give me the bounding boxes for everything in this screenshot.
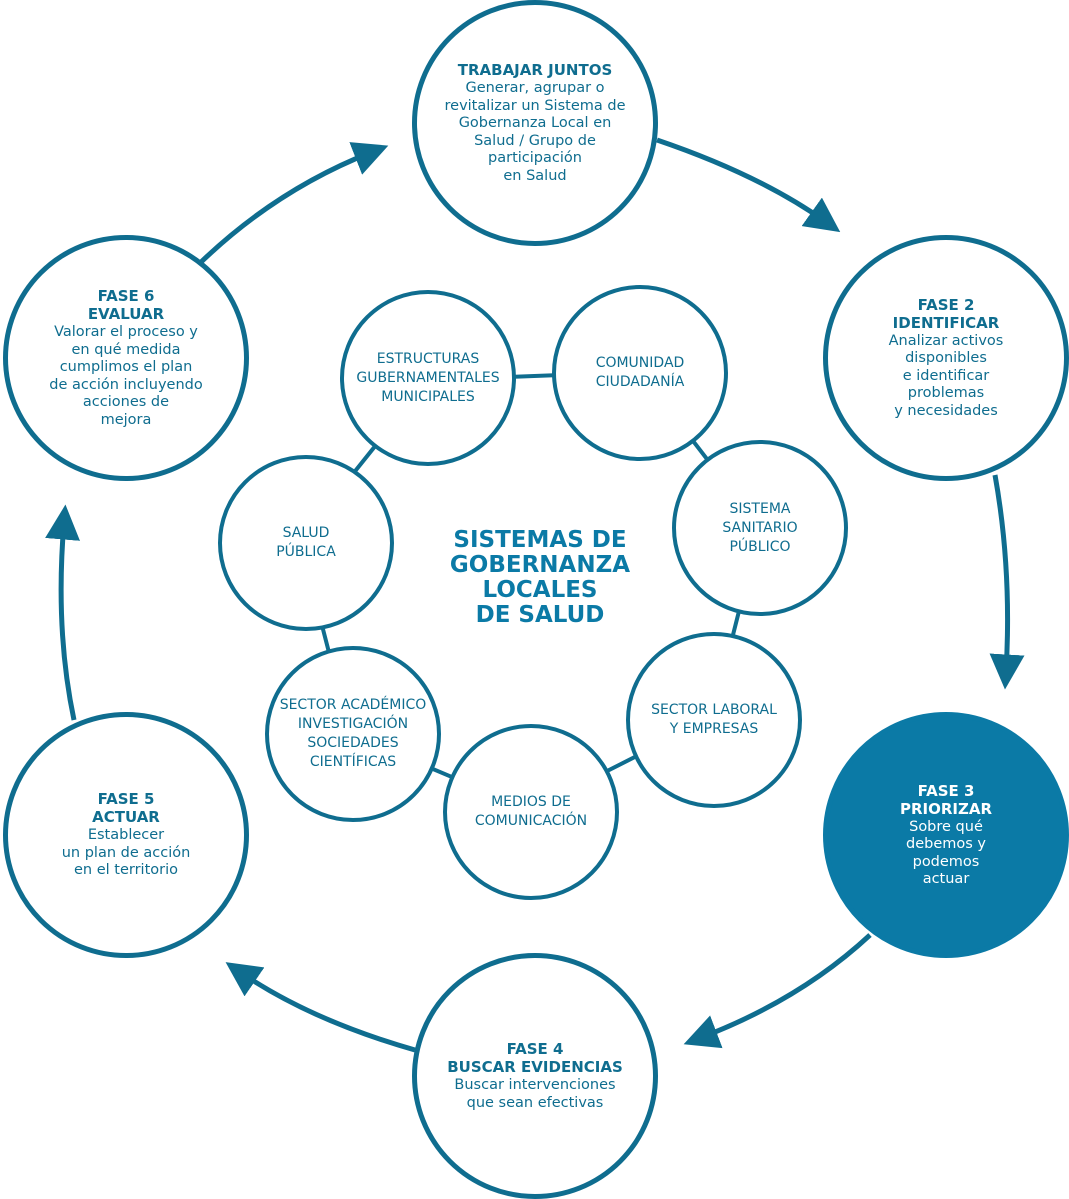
actor-comunidad-ciudadania: COMUNIDAD CIUDADANÍA xyxy=(552,285,728,461)
arrow-3-to-4 xyxy=(683,933,872,1049)
phase-description: Sobre qué debemos y podemos actuar xyxy=(906,818,986,888)
phase-description: Buscar intervenciones que sean efectivas xyxy=(454,1077,616,1111)
arrow-6-to-1 xyxy=(196,142,389,267)
phase-description: Valorar el proceso y en qué medida cumpl… xyxy=(49,324,203,428)
arrow-2-to-3 xyxy=(989,474,1025,690)
phase-4-buscar-evidencias: FASE 4 BUSCAR EVIDENCIAS Buscar interven… xyxy=(412,953,658,1199)
phase-5-actuar: FASE 5 ACTUAR Establecer un plan de acci… xyxy=(3,712,249,958)
phase-trabajar-juntos: TRABAJAR JUNTOS Generar, agrupar o revit… xyxy=(412,0,658,246)
arrow-5-to-6 xyxy=(45,504,80,721)
phase-description: Generar, agrupar o revitalizar un Sistem… xyxy=(444,80,626,184)
actor-estructuras-gubernamentales: ESTRUCTURAS GUBERNAMENTALES MUNICIPALES xyxy=(340,290,516,466)
phase-title: FASE 4 BUSCAR EVIDENCIAS xyxy=(447,1040,623,1076)
actor-sector-academico: SECTOR ACADÉMICO INVESTIGACIÓN SOCIEDADE… xyxy=(265,646,441,822)
phase-description: Establecer un plan de acción en el terri… xyxy=(61,827,191,879)
phase-description: Analizar activos disponibles e identific… xyxy=(888,332,1004,419)
phase-title: FASE 5 ACTUAR xyxy=(92,790,160,827)
phase-title: FASE 2 IDENTIFICAR xyxy=(892,295,1000,332)
arrow-1-to-2 xyxy=(656,137,841,233)
center-title: SISTEMAS DE GOBERNANZA LOCALES DE SALUD xyxy=(449,527,631,628)
phase-title: FASE 3 PRIORIZAR xyxy=(899,781,993,818)
actor-sistema-sanitario: SISTEMA SANITARIO PÚBLICO xyxy=(672,440,848,616)
phase-title: TRABAJAR JUNTOS xyxy=(457,61,613,79)
phase-2-identificar: FASE 2 IDENTIFICAR Analizar activos disp… xyxy=(823,235,1069,481)
phase-6-evaluar: FASE 6 EVALUAR Valorar el proceso y en q… xyxy=(3,235,249,481)
phase-3-priorizar: FASE 3 PRIORIZAR Sobre qué debemos y pod… xyxy=(823,712,1069,958)
actor-sector-laboral: SECTOR LABORAL Y EMPRESAS xyxy=(626,632,802,808)
phase-title: FASE 6 EVALUAR xyxy=(87,287,165,323)
arrow-4-to-5 xyxy=(225,962,416,1053)
actor-salud-publica: SALUD PÚBLICA xyxy=(218,455,394,631)
actor-medios-comunicacion: MEDIOS DE COMUNICACIÓN xyxy=(443,724,619,900)
